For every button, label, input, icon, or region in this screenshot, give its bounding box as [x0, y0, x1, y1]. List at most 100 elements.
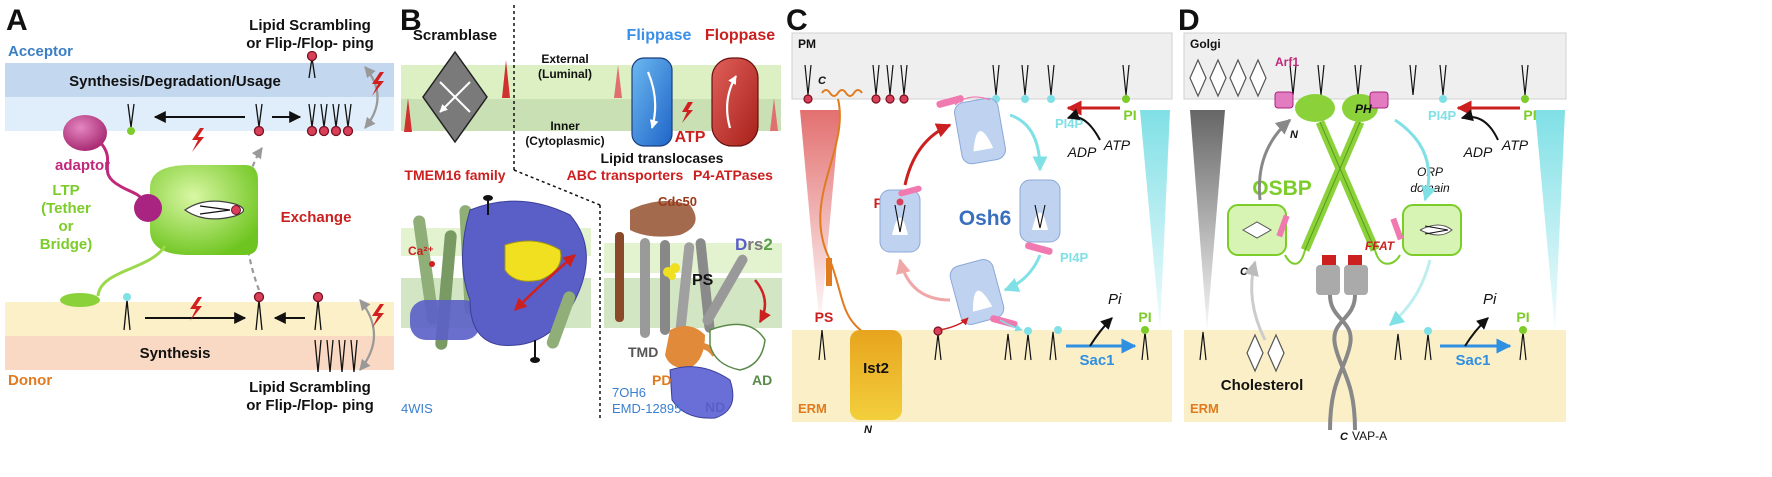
drs2-label: Drs2 — [735, 235, 773, 254]
ltp-adaptor-cap — [134, 194, 162, 222]
ist2-label: Ist2 — [863, 360, 889, 377]
lightning-icon — [682, 102, 693, 123]
exchange-dashed-arrow — [244, 147, 263, 291]
panel-c: C PM ERM C Ist2 N PS PS — [786, 4, 1173, 436]
n-terminus-d: N — [1290, 129, 1299, 141]
pdb-7oh6: 7OH6 — [612, 385, 646, 400]
ltp-anchor — [60, 293, 100, 307]
pi-headgroup-d — [1519, 326, 1527, 334]
panel-a-letter: A — [6, 4, 28, 37]
external-label-2: (Luminal) — [538, 67, 592, 81]
pi-phosphate-label-d: Pi — [1483, 291, 1497, 308]
cholesterol-uptake-arrow — [1244, 260, 1267, 341]
vap-label: VAP-A — [1352, 429, 1387, 443]
adp-arrow — [1066, 108, 1101, 141]
pi4p-label-d: PI4P — [1428, 108, 1457, 123]
c-terminus-d-bottom: C — [1340, 431, 1349, 443]
erm-lipids-d — [1199, 327, 1527, 361]
scrambling-top-line1: Lipid Scrambling — [249, 17, 371, 34]
golgi-label: Golgi — [1190, 37, 1221, 51]
lightning-icon — [372, 304, 384, 328]
orp-label-2: domain — [1410, 181, 1450, 195]
cholesterol-cargo — [1241, 221, 1273, 239]
erm-label-d: ERM — [1190, 401, 1219, 416]
pi-top-label: PI — [1123, 107, 1136, 123]
red-gradient-wedge — [614, 65, 622, 98]
pm-lipids — [803, 64, 1130, 104]
ad-label: AD — [752, 372, 772, 388]
synthesis-degradation-label: Synthesis/Degradation/Usage — [69, 73, 281, 90]
cholesterol-gradient — [1190, 110, 1225, 330]
exchange-label: Exchange — [281, 209, 352, 226]
pi-release-arrow-c — [1089, 317, 1113, 347]
donor-lipids — [123, 291, 358, 373]
adaptor-protein — [63, 115, 107, 151]
adaptor-label: adaptor — [55, 157, 110, 174]
scrambling-top-line2: or Flip-/Flop- ping — [246, 35, 373, 52]
pi-top-label-d: PI — [1523, 107, 1536, 123]
ltp-label-2: (Tether — [41, 200, 91, 217]
erm-label-c: ERM — [798, 401, 827, 416]
adp-label-d: ADP — [1463, 144, 1493, 160]
scrambling-bottom-line2: or Flip-/Flop- ping — [246, 397, 373, 414]
golgi-cholesterol — [1189, 58, 1267, 98]
erm-membrane-d — [1184, 330, 1566, 422]
pdb-4wis: 4WIS — [401, 401, 433, 416]
abc-label: ABC transporters — [567, 167, 684, 183]
ca-label: Ca²⁺ — [408, 244, 434, 258]
lightning-icons — [190, 72, 384, 328]
red-gradient-wedge — [404, 98, 412, 132]
panel-a: A Acceptor Synthesis/Degradation/Usage S… — [5, 4, 394, 414]
pd-label: PD — [652, 372, 671, 388]
panel-b: B Scramblase External (Luminal) Inner (C… — [400, 4, 782, 420]
drs2-structure — [604, 201, 782, 419]
ph-label: PH — [1355, 102, 1372, 116]
lightning-icon — [190, 297, 202, 321]
pm-label: PM — [798, 37, 816, 51]
pi4p-headgroup — [1054, 326, 1062, 334]
atp-label-b: ATP — [675, 129, 706, 146]
floppase-label: Floppase — [705, 27, 775, 44]
ist2-c-helix — [821, 89, 863, 97]
osbp-dimer — [1284, 120, 1401, 431]
atp-label-c: ATP — [1103, 137, 1131, 153]
pi4p-gradient — [1140, 110, 1170, 330]
acceptor-scramble-arrow — [364, 66, 379, 129]
lipid-translocases-label: Lipid translocases — [601, 150, 724, 166]
cholesterol-label: Cholesterol — [1221, 377, 1304, 394]
pi-bottom-label-c: PI — [1138, 309, 1151, 325]
lightning-icon — [372, 72, 384, 96]
tmd-label: TMD — [628, 344, 658, 360]
acceptor-lipids — [127, 50, 354, 137]
pi-release-arrow-d — [1464, 317, 1489, 347]
cdc50-label: Cdc50 — [658, 194, 697, 209]
inner-label-2: (Cytoplasmic) — [525, 134, 604, 148]
n-terminus-label: N — [864, 424, 873, 436]
scramblase-label: Scramblase — [413, 27, 497, 44]
flippase-label: Flippase — [627, 27, 692, 44]
red-gradient-wedge — [502, 60, 510, 98]
tmem16-label: TMEM16 family — [404, 167, 505, 183]
panel-c-letter: C — [786, 4, 808, 37]
ist2-linker — [819, 98, 873, 339]
panel-d: D Golgi ERM Arf1 N PH PI4P PI ADP ATP — [1178, 4, 1567, 443]
p4-label: P4-ATPases — [693, 167, 773, 183]
ph-domain-left — [1295, 94, 1335, 122]
erm-cholesterol — [1246, 333, 1285, 373]
arf1-label: Arf1 — [1275, 55, 1299, 69]
panel-d-letter: D — [1178, 4, 1200, 37]
arf1-protein — [1274, 91, 1294, 109]
erm-membrane-c — [792, 330, 1172, 422]
pi4p-extraction-arrow — [1394, 118, 1437, 202]
ist2-protein — [850, 330, 902, 420]
lightning-icon — [192, 128, 204, 152]
sac1-label-d: Sac1 — [1455, 352, 1490, 369]
c-terminus-d-left: C — [1240, 266, 1249, 278]
ffat-label: FFAT — [1365, 239, 1396, 253]
acceptor-outer-leaflet — [5, 63, 394, 97]
golgi-membrane — [1183, 32, 1567, 100]
adp-label-c: ADP — [1067, 144, 1097, 160]
ltp-label-4: Bridge) — [40, 236, 93, 253]
ps-label-b: PS — [692, 272, 714, 289]
